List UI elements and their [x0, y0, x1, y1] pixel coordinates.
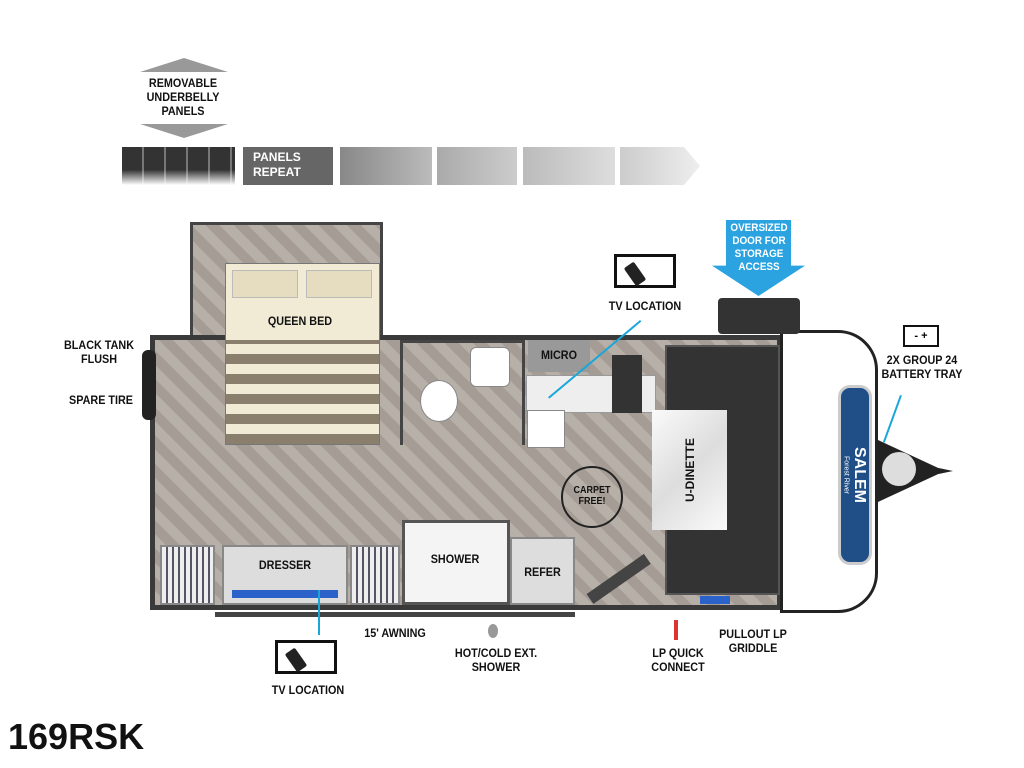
brand-logo: SALEM Forest River: [838, 385, 872, 565]
panel: [437, 147, 517, 185]
ext-shower-label: HOT/COLD EXT. SHOWER: [454, 646, 538, 674]
refrigerator: [510, 537, 575, 605]
storage-door: [718, 298, 800, 334]
panels-repeat-box: PANELS REPEAT: [243, 147, 333, 185]
tv-location-bottom-label: TV LOCATION: [271, 683, 345, 697]
carpet-free-label: CARPET FREE!: [573, 485, 611, 507]
battery-tray-label: 2X GROUP 24 BATTERY TRAY: [881, 353, 963, 381]
pillow: [232, 270, 298, 298]
panels-repeat-label: PANELS REPEAT: [253, 150, 301, 179]
dresser-label: DRESSER: [258, 558, 312, 572]
arrow-up-icon: [140, 58, 228, 72]
queen-bed: [225, 263, 380, 445]
microwave: [528, 340, 590, 372]
arrow-down-icon: [140, 124, 228, 138]
oversized-door-label: OVERSIZED DOOR FOR STORAGE ACCESS: [730, 222, 788, 273]
panel-arrow: [620, 147, 700, 185]
refer-label: REFER: [524, 565, 561, 579]
lp-tank: [882, 452, 916, 486]
stove: [612, 355, 642, 413]
spare-tire-label: SPARE TIRE: [68, 393, 134, 407]
panel: [340, 147, 432, 185]
griddle-icon: [700, 596, 730, 604]
wardrobe-left: [160, 545, 215, 605]
dinette-table: [652, 410, 727, 530]
tv-bottom-leader: [318, 590, 320, 635]
shower-label: SHOWER: [430, 552, 480, 566]
battery-icon: - +: [903, 325, 939, 347]
queen-bed-label: QUEEN BED: [267, 314, 333, 328]
brand-sub-text: Forest River: [842, 455, 850, 495]
model-number: 169RSK: [8, 716, 145, 757]
pillow: [306, 270, 372, 298]
tv-location-top-label: TV LOCATION: [608, 299, 682, 313]
dinette-label: U-DINETTE: [683, 438, 697, 502]
tv-location-bottom-icon: [275, 640, 337, 674]
awning-rail: [215, 612, 575, 617]
battery-leader: [882, 395, 902, 443]
sink: [470, 347, 510, 387]
kitchen-sink: [527, 410, 565, 448]
bathroom: [400, 340, 525, 445]
tv-location-top-icon: [614, 254, 676, 288]
ext-shower-icon: [488, 624, 498, 638]
panel: [523, 147, 615, 185]
wardrobe-right: [350, 545, 400, 605]
black-tank-flush-label: BLACK TANK FLUSH: [63, 338, 134, 366]
toilet: [420, 380, 458, 422]
awning-label: 15' AWNING: [364, 626, 426, 640]
tv-mount: [232, 590, 338, 598]
micro-label: MICRO: [541, 348, 577, 362]
carpet-free-stamp: [561, 466, 623, 528]
pullout-griddle-label: PULLOUT LP GRIDDLE: [719, 627, 787, 655]
spare-tire-icon: [142, 350, 156, 420]
brand-logo-text: SALEM: [851, 447, 868, 503]
underbelly-label: REMOVABLE UNDERBELLY PANELS: [146, 76, 220, 118]
shower: [402, 520, 510, 605]
underbelly-panels: [122, 147, 235, 185]
lp-quick-connect-label: LP QUICK CONNECT: [651, 646, 705, 674]
lp-connector-icon: [674, 620, 678, 640]
